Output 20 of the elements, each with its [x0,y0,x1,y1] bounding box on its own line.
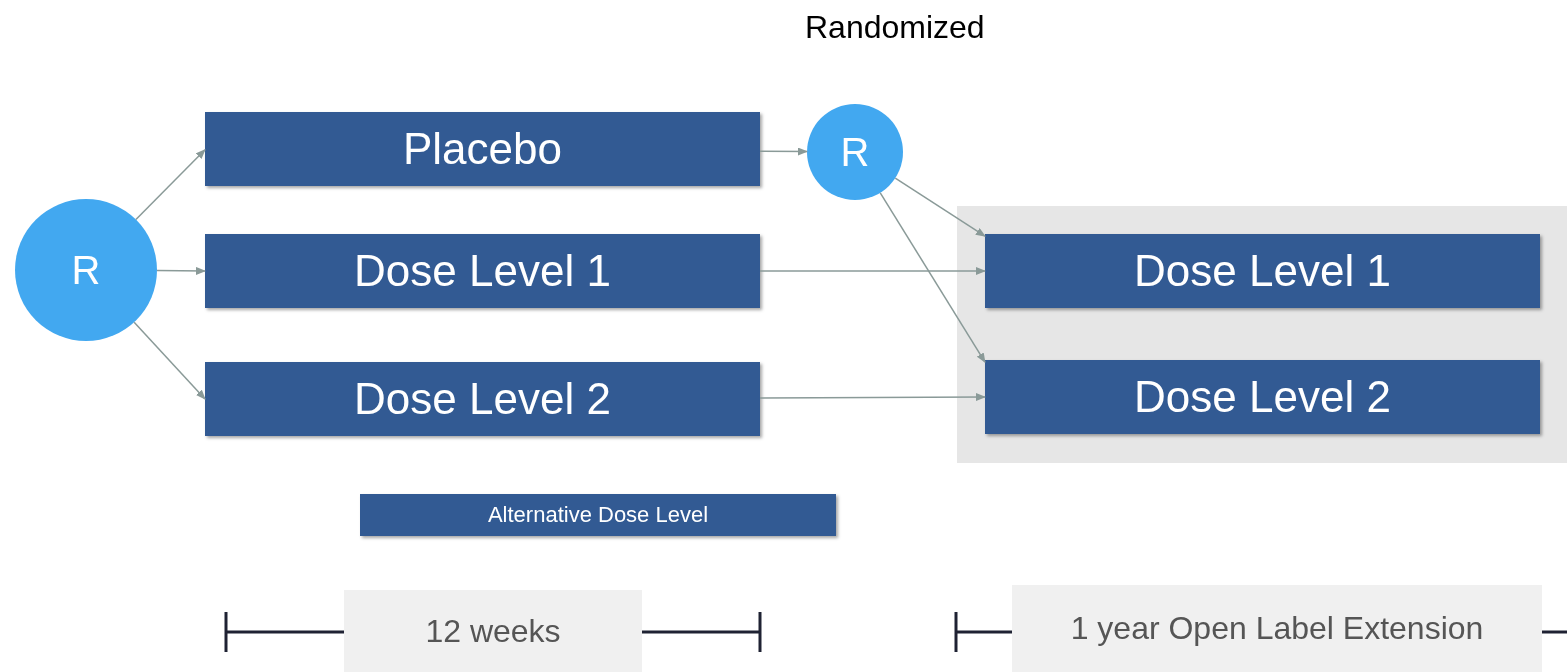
legend-box: Alternative Dose Level [360,494,836,536]
arm-box: Dose Level 2 [985,360,1540,434]
arrow [759,393,986,402]
arrow [759,267,986,275]
annotation-text: Randomized [805,8,986,47]
arm-box: Dose Level 2 [205,362,760,436]
duration-box: 1 year Open Label Extension [1012,585,1542,672]
arrow [156,266,206,275]
duration-box: 12 weeks [344,590,642,672]
arm-box: Dose Level 1 [985,234,1540,308]
arrow [894,177,986,237]
extension-panel [957,206,1567,463]
randomization-circle: R [15,199,157,341]
arrow [133,321,206,400]
arm-box: Placebo [205,112,760,186]
arrow [879,192,986,364]
arrow [759,147,808,156]
randomization-circle: R [807,104,903,200]
arrow [135,149,206,221]
arm-box: Dose Level 1 [205,234,760,308]
